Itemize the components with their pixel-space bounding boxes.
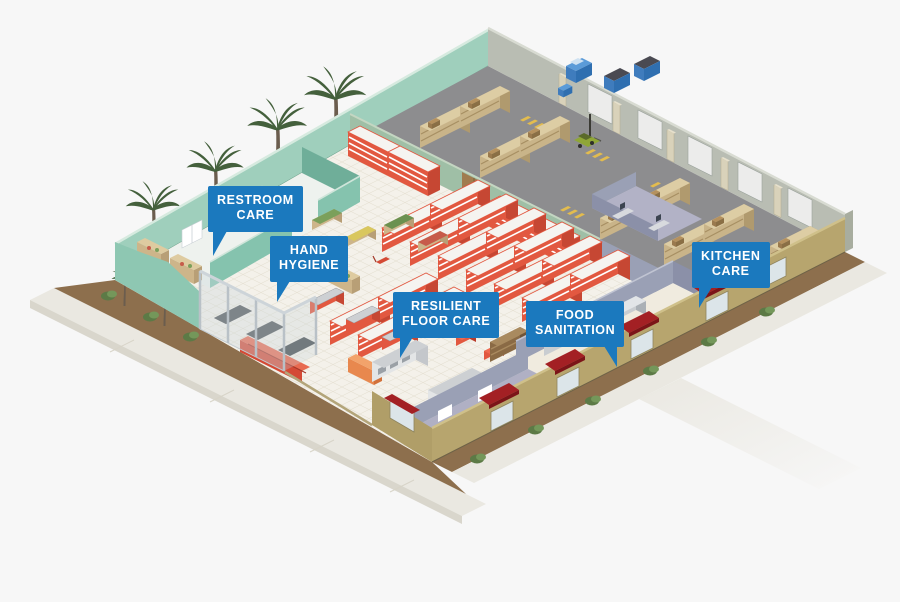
- blue-container-icon: [634, 56, 660, 81]
- sidewalk-front-right: [432, 252, 887, 489]
- callout-line: RESILIENT: [410, 299, 482, 313]
- forklift-icon: [574, 114, 602, 148]
- shopping-cart-icon: [372, 255, 390, 264]
- sidewalk-spur: [639, 378, 861, 489]
- callout-line: CARE: [236, 208, 275, 223]
- callout-line: KITCHEN: [701, 249, 761, 263]
- callout-kitchen-care[interactable]: KITCHEN CARE: [692, 242, 770, 307]
- callout-line: HAND: [289, 243, 329, 257]
- warehouse-area: [419, 85, 821, 289]
- blue-container-icon: [604, 68, 630, 93]
- entrance-vestibule: [198, 269, 318, 372]
- restroom-fixture: [438, 404, 452, 422]
- callout-line: FLOOR CARE: [402, 314, 491, 329]
- tan-wall-left: [372, 391, 432, 462]
- callout-food-sanitation[interactable]: FOOD SANITATION: [526, 301, 625, 366]
- callout-restroom-care[interactable]: RESTROOM CARE: [208, 186, 303, 255]
- office-area: [592, 172, 702, 241]
- awning-icon: [384, 394, 420, 414]
- callout-line: FOOD: [555, 308, 595, 322]
- callout-line: CARE: [711, 264, 750, 279]
- warehouse-back-wall: [487, 26, 853, 252]
- callout-line: SANITATION: [535, 323, 616, 338]
- truck-window: [570, 58, 584, 65]
- delivery-yard: [558, 56, 660, 98]
- callout-line: HYGIENE: [279, 258, 340, 273]
- callout-resilient-floor-care[interactable]: RESILIENT FLOOR CARE: [393, 292, 500, 357]
- front-left-facade: [115, 242, 432, 462]
- callout-hand-hygiene[interactable]: HAND HYGIENE: [270, 236, 349, 301]
- sidewalk-front-left: [30, 288, 486, 524]
- callout-line: RESTROOM: [217, 193, 294, 207]
- planting-strip-left: [54, 267, 466, 494]
- curved-teal-wall: [115, 242, 200, 329]
